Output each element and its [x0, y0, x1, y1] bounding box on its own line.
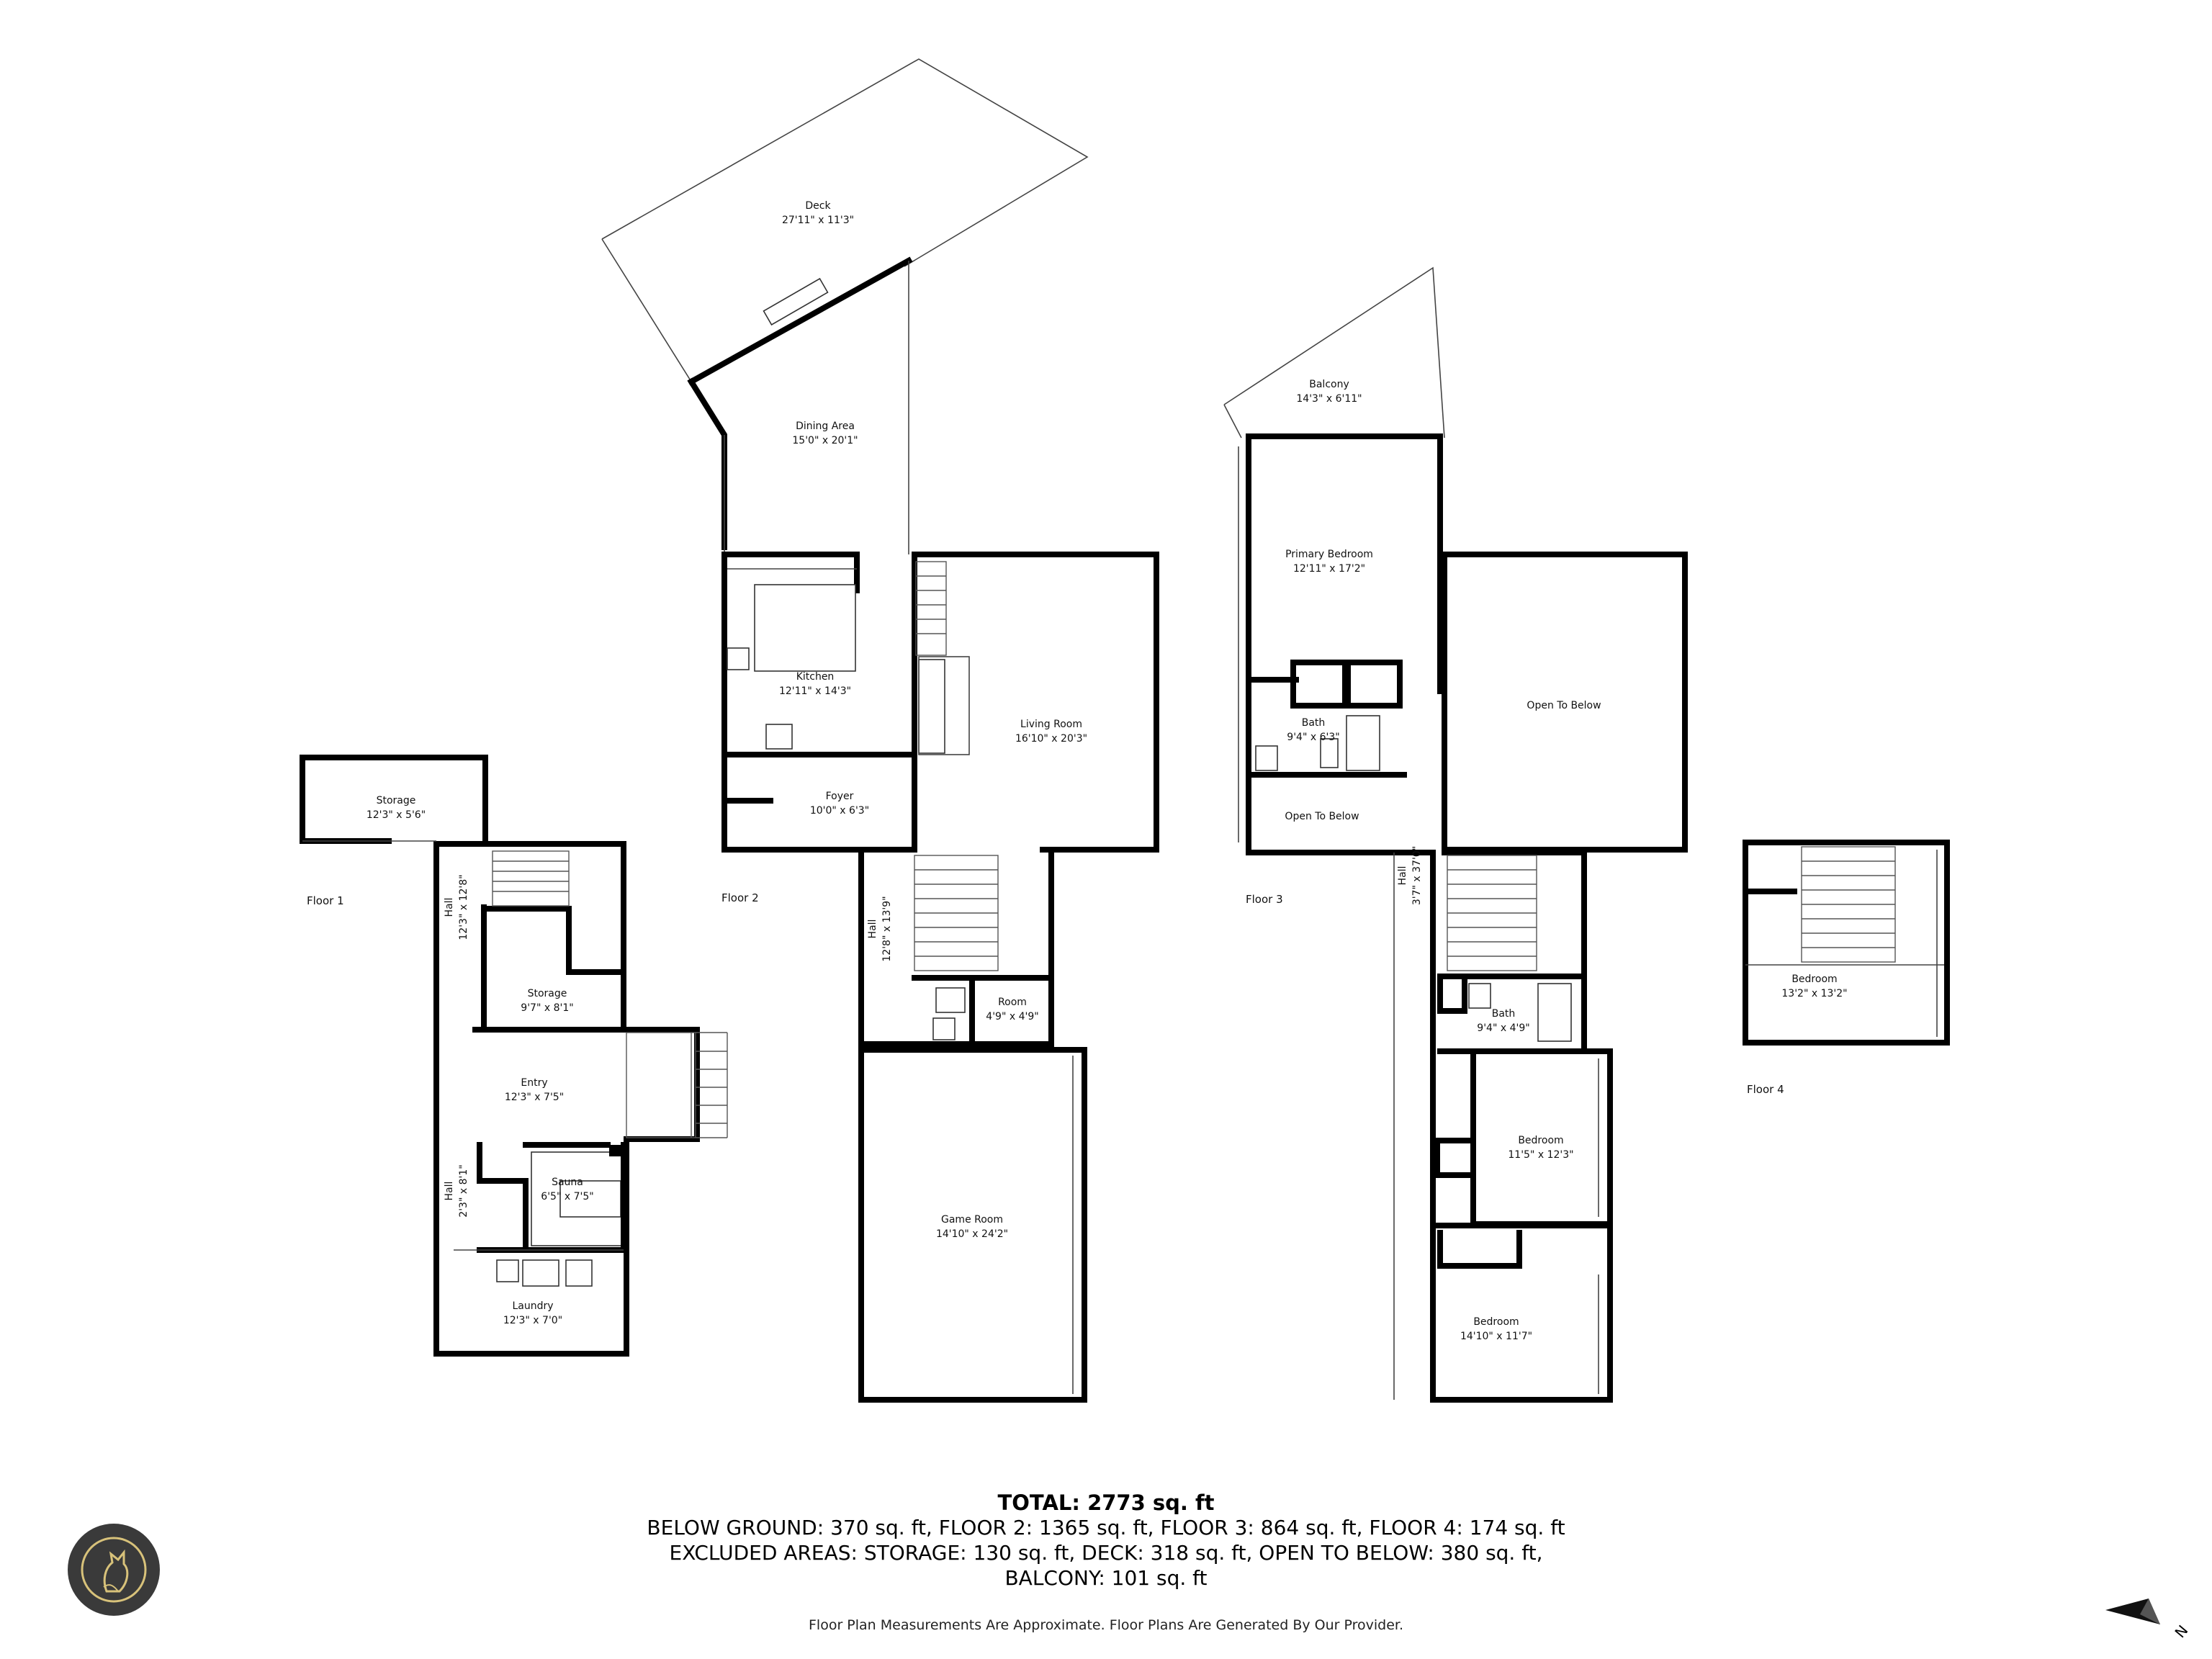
room-name-sauna: Sauna — [552, 1177, 583, 1188]
room-name-hall-f2: Hall — [867, 920, 878, 939]
room-size-storage-top: 12'3" x 5'6" — [367, 809, 426, 821]
room-name-game: Game Room — [941, 1214, 1003, 1226]
room-name-deck: Deck — [805, 200, 831, 212]
floor-areas-line: BELOW GROUND: 370 sq. ft, FLOOR 2: 1365 … — [647, 1516, 1565, 1539]
room-size-bedroom-f3-b: 14'10" x 11'7" — [1460, 1331, 1532, 1342]
room-size-bedroom-f3-a: 11'5" x 12'3" — [1508, 1149, 1573, 1161]
room-size-bath-f3-primary: 9'4" x 6'3" — [1287, 732, 1339, 743]
room-name-dining: Dining Area — [796, 421, 855, 432]
floor-label-3: Floor 3 — [1246, 893, 1283, 906]
room-size-hall-f1-upper: 12'3" x 12'8" — [458, 874, 469, 940]
disclaimer: Floor Plan Measurements Are Approximate.… — [808, 1617, 1404, 1633]
room-size-bedroom-f4: 13'2" x 13'2" — [1781, 988, 1847, 999]
room-name-foyer: Foyer — [826, 791, 854, 802]
room-size-hall-f3: 3'7" x 37'0" — [1411, 846, 1423, 905]
room-name-storage-f1: Storage — [528, 988, 567, 999]
room-name-bedroom-f3-b: Bedroom — [1473, 1316, 1519, 1328]
floor-label-1: Floor 1 — [307, 894, 344, 907]
room-labels: Storage 12'3" x 5'6" Hall 12'3" x 12'8" … — [367, 200, 1848, 1342]
floor-label-4: Floor 4 — [1747, 1083, 1784, 1096]
room-size-balcony: 14'3" x 6'11" — [1296, 393, 1362, 405]
room-size-hall-f1-lower: 2'3" x 8'1" — [458, 1164, 469, 1217]
room-name-hall-f1-upper: Hall — [444, 898, 455, 917]
room-name-hall-f1-lower: Hall — [444, 1182, 455, 1201]
room-name-kitchen: Kitchen — [796, 671, 835, 683]
wolf-logo-icon — [68, 1524, 160, 1616]
room-name-room-f2: Room — [998, 997, 1027, 1008]
total-area: TOTAL: 2773 sq. ft — [997, 1491, 1215, 1515]
floor-labels: Floor 1 Floor 2 Floor 3 Floor 4 — [307, 891, 1784, 1096]
room-size-bath-f3: 9'4" x 4'9" — [1477, 1022, 1529, 1034]
room-size-dining: 15'0" x 20'1" — [792, 435, 858, 446]
room-size-entry: 12'3" x 7'5" — [505, 1092, 564, 1103]
room-size-deck: 27'11" x 11'3" — [782, 215, 854, 226]
room-name-bath-f3: Bath — [1492, 1008, 1516, 1020]
room-size-living: 16'10" x 20'3" — [1015, 733, 1087, 745]
room-name-open-large: Open To Below — [1527, 700, 1601, 711]
room-name-primary: Primary Bedroom — [1285, 549, 1373, 560]
room-size-laundry: 12'3" x 7'0" — [503, 1315, 562, 1326]
room-size-foyer: 10'0" x 6'3" — [810, 805, 869, 817]
room-size-room-f2: 4'9" x 4'9" — [986, 1011, 1038, 1022]
room-name-bedroom-f4: Bedroom — [1791, 974, 1837, 985]
north-label: N — [2171, 1622, 2191, 1641]
excluded-areas-line: EXCLUDED AREAS: STORAGE: 130 sq. ft, DEC… — [669, 1541, 1543, 1565]
area-totals: TOTAL: 2773 sq. ft BELOW GROUND: 370 sq.… — [0, 1491, 2212, 1591]
balcony-area-line: BALCONY: 101 sq. ft — [1004, 1566, 1208, 1590]
floor-1-plan — [300, 755, 728, 1357]
room-name-living: Living Room — [1020, 719, 1082, 730]
room-size-sauna: 6'5" x 7'5" — [541, 1191, 593, 1202]
north-arrow-icon: N — [2105, 1599, 2191, 1641]
room-size-primary: 12'11" x 17'2" — [1293, 563, 1365, 575]
room-size-game: 14'10" x 24'2" — [936, 1228, 1008, 1240]
room-name-storage-top: Storage — [377, 795, 416, 806]
room-name-open-small: Open To Below — [1285, 811, 1359, 822]
floor-3-plan — [1223, 266, 1688, 1403]
floor-4-plan — [1743, 840, 1950, 1046]
room-name-entry: Entry — [521, 1077, 547, 1089]
floor-2-plan — [601, 58, 1159, 1403]
room-size-storage-f1: 9'7" x 8'1" — [521, 1002, 573, 1014]
room-size-kitchen: 12'11" x 14'3" — [779, 685, 851, 697]
room-name-bath-f3-primary: Bath — [1302, 717, 1326, 729]
room-name-laundry: Laundry — [512, 1300, 553, 1312]
room-name-bedroom-f3-a: Bedroom — [1518, 1135, 1563, 1146]
floor-label-2: Floor 2 — [721, 891, 759, 904]
room-name-hall-f3: Hall — [1397, 866, 1408, 886]
room-name-balcony: Balcony — [1309, 379, 1349, 390]
room-size-hall-f2: 12'8" x 13'9" — [881, 896, 893, 961]
